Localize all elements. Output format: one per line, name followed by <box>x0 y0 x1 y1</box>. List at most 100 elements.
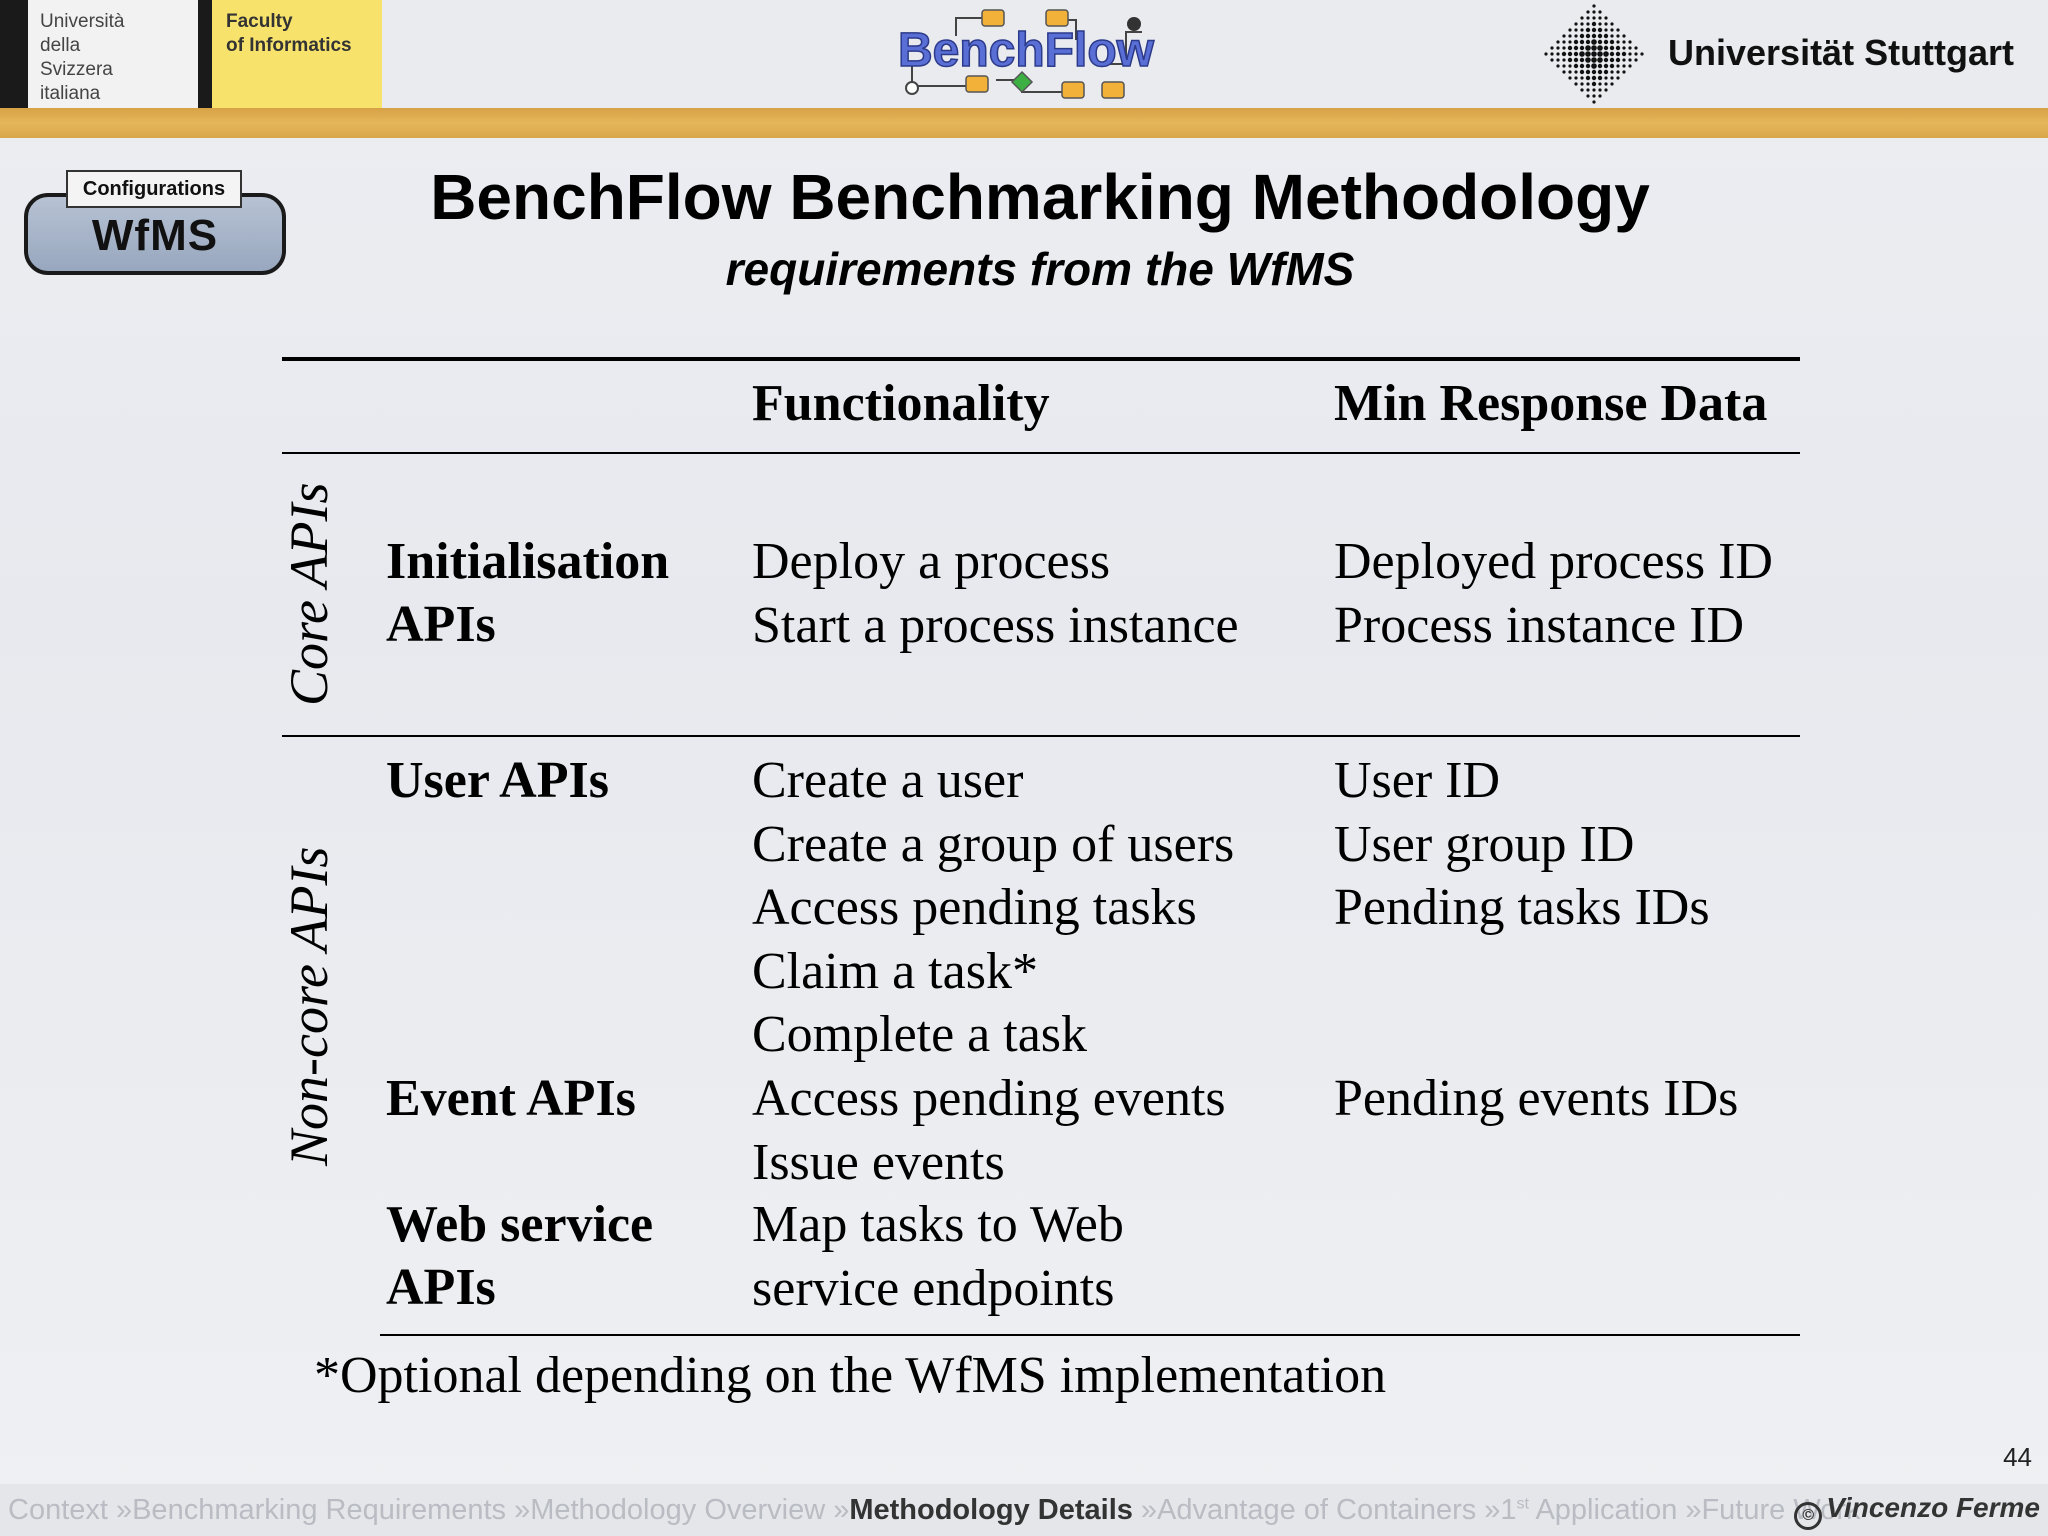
column-header-min-response: Min Response Data <box>1334 375 1768 432</box>
usi-logo-text: Università della Svizzera italiana <box>40 10 124 106</box>
breadcrumb-separator: » <box>1140 1494 1158 1526</box>
logo-dot <box>1591 51 1597 57</box>
usi-line: della <box>40 35 81 56</box>
table-cell: User ID <box>1334 752 1501 809</box>
breadcrumb-separator: » <box>1685 1494 1702 1526</box>
user-apis-functionality: Create a user Create a group of users Ac… <box>752 749 1234 1067</box>
logo-dot <box>1585 33 1591 39</box>
breadcrumb-item[interactable]: Benchmarking Requirements <box>132 1494 507 1526</box>
group-name-line: APIs <box>386 1259 496 1316</box>
logo-dot <box>1603 69 1609 75</box>
logo-dot <box>1573 45 1579 51</box>
logo-dot <box>1591 33 1597 39</box>
logo-dot <box>1616 76 1620 80</box>
logo-dot <box>1556 58 1560 62</box>
logo-dot <box>1610 82 1614 86</box>
configurations-tag: Configurations <box>66 170 242 208</box>
logo-dot <box>1585 69 1591 75</box>
logo-dot <box>1597 75 1603 81</box>
author-credit: ©Vincenzo Ferme <box>1794 1492 2040 1530</box>
breadcrumb-separator: » <box>514 1494 531 1526</box>
table-cell: Deploy a process <box>752 533 1111 590</box>
logo-dot <box>1579 33 1585 39</box>
logo-dot <box>1597 33 1603 39</box>
breadcrumb: Context»Benchmarking Requirements»Method… <box>8 1494 1860 1527</box>
logo-dot <box>1610 76 1614 80</box>
logo-dot <box>1591 57 1597 63</box>
logo-dot <box>1616 64 1620 68</box>
table-cell: Process instance ID <box>1334 596 1745 654</box>
logo-dot <box>1628 64 1632 68</box>
breadcrumb-item-active[interactable]: Methodology Details <box>849 1494 1133 1526</box>
initialisation-response: Deployed process ID Process instance ID <box>1334 530 1773 657</box>
breadcrumb-item[interactable]: Context <box>8 1494 108 1526</box>
logo-dot <box>1592 88 1596 92</box>
group-name-line: Initialisation <box>386 533 670 590</box>
logo-dot <box>1640 52 1644 56</box>
event-apis-response: Pending events IDs <box>1334 1067 1738 1131</box>
logo-dot <box>1598 22 1602 26</box>
logo-dot <box>1603 63 1609 69</box>
table-cell: service endpoints <box>752 1259 1115 1317</box>
breadcrumb-item-ordinal: st <box>1516 1495 1529 1513</box>
breadcrumb-item[interactable]: Advantage of Containers <box>1157 1494 1477 1526</box>
logo-dot <box>1568 34 1572 38</box>
logo-dot <box>1561 51 1567 57</box>
logo-dot <box>1604 28 1608 32</box>
wfms-badge-label: WfMS <box>91 211 219 260</box>
logo-dot <box>1556 40 1560 44</box>
logo-dot <box>1580 22 1584 26</box>
benchflow-logo: BenchFlow <box>897 9 1155 99</box>
logo-dot <box>1550 58 1554 62</box>
table-section-rule <box>282 735 1800 737</box>
breadcrumb-item-application[interactable]: 1st Application <box>1500 1494 1677 1526</box>
logo-dot <box>1609 63 1615 69</box>
logo-dot <box>1616 70 1620 74</box>
logo-dot <box>1591 21 1597 27</box>
logo-dot <box>1591 75 1597 81</box>
logo-dot <box>1603 39 1609 45</box>
usi-line: Svizzera <box>40 59 113 80</box>
logo-dot <box>1562 34 1566 38</box>
logo-dot <box>1573 57 1579 63</box>
logo-dot <box>1585 75 1591 81</box>
logo-dot <box>1609 39 1615 45</box>
slide-header: Università della Svizzera italiana Facul… <box>0 0 2048 108</box>
logo-dot <box>1591 63 1597 69</box>
logo-dot <box>1622 34 1626 38</box>
logo-dot <box>1585 51 1591 57</box>
logo-dot <box>1604 88 1608 92</box>
logo-dot <box>1609 51 1615 57</box>
breadcrumb-item[interactable]: Future Work <box>1701 1494 1861 1526</box>
logo-dot <box>1604 16 1608 20</box>
header-gold-band <box>0 108 2048 138</box>
logo-dot <box>1586 88 1590 92</box>
logo-dot <box>1556 46 1560 50</box>
logo-dot <box>1580 28 1584 32</box>
web-service-apis-functionality: Map tasks to Web service endpoints <box>752 1193 1124 1320</box>
logo-dot <box>1628 46 1632 50</box>
group-name-line: User APIs <box>386 752 609 809</box>
logo-dot <box>1586 94 1590 98</box>
logo-dot <box>1586 82 1590 86</box>
table-cell: Access pending events <box>752 1070 1226 1127</box>
logo-dot <box>1574 34 1578 38</box>
breadcrumb-item[interactable]: Methodology Overview <box>530 1494 826 1526</box>
logo-dot <box>1610 28 1614 32</box>
logo-dot <box>1604 22 1608 26</box>
logo-dot <box>1616 34 1620 38</box>
breadcrumb-separator: » <box>1484 1494 1501 1526</box>
group-event-apis: Event APIs <box>386 1067 636 1130</box>
logo-dot <box>1603 57 1609 63</box>
logo-dot <box>1604 82 1608 86</box>
group-web-service-apis: Web service APIs <box>386 1193 653 1319</box>
logo-dot <box>1592 94 1596 98</box>
group-name-line: Event APIs <box>386 1070 636 1127</box>
group-initialisation-apis: Initialisation APIs <box>386 530 669 656</box>
event-apis-functionality: Access pending events Issue events <box>752 1067 1226 1194</box>
logo-dot <box>1579 57 1585 63</box>
group-name-line: APIs <box>386 596 496 653</box>
user-apis-response: User ID User group ID Pending tasks IDs <box>1334 749 1710 940</box>
usi-line: Università <box>40 11 125 32</box>
table-bottom-rule <box>380 1334 1800 1336</box>
